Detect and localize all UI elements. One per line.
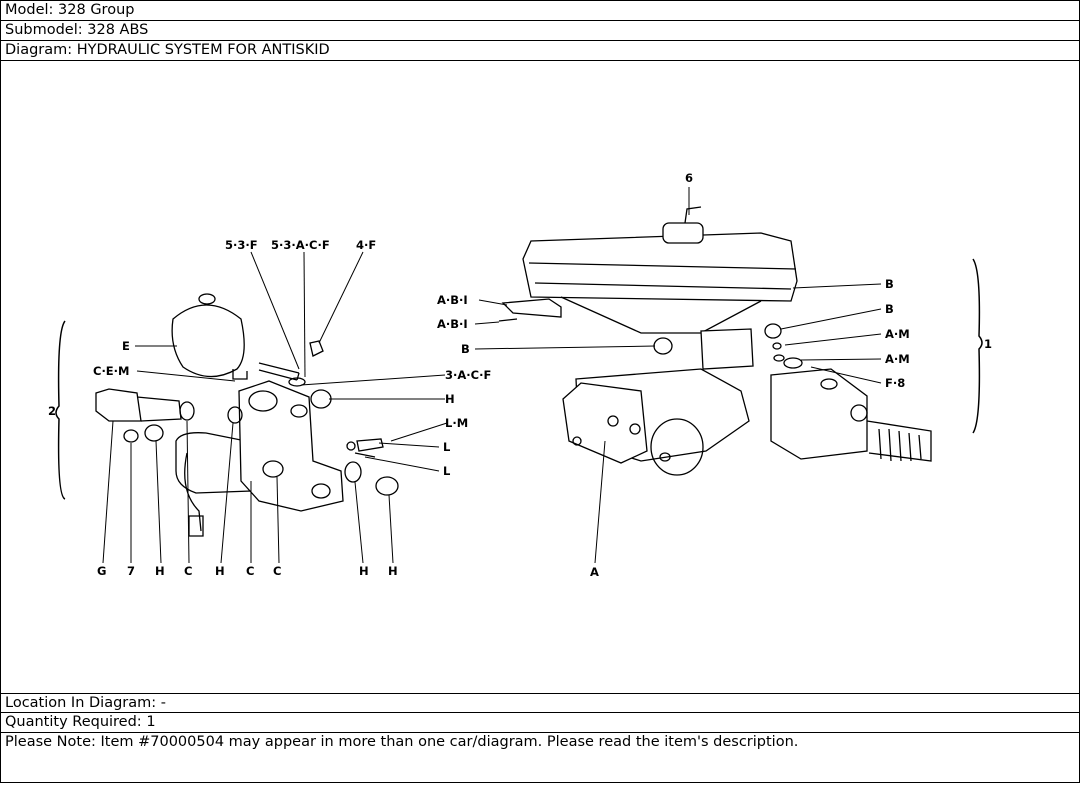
- banjo-bolt: [354, 452, 376, 458]
- master-cylinder: [562, 328, 754, 476]
- filter-part: [375, 476, 399, 496]
- bracket-screw: [498, 318, 518, 322]
- callout-h-bottom-4: H: [388, 564, 398, 578]
- fluid-reservoir: [522, 206, 798, 334]
- bolt-part: [258, 362, 300, 381]
- callout-h-right: H: [445, 392, 455, 406]
- left-assembly: [95, 293, 399, 537]
- plug-part: [344, 461, 362, 483]
- seal-part: [310, 389, 332, 409]
- note-row: Please Note: Item #70000504 may appear i…: [1, 733, 1079, 783]
- banjo-washer: [346, 441, 356, 451]
- callout-group-1: 1: [984, 337, 992, 351]
- callout-a-b-i-lower: A·B·I: [437, 317, 468, 331]
- callout-h-bottom-1: H: [155, 564, 165, 578]
- model-row: Model: 328 Group: [1, 1, 1079, 21]
- diagram-row: Diagram: HYDRAULIC SYSTEM FOR ANTISKID: [1, 41, 1079, 61]
- diagram-value: HYDRAULIC SYSTEM FOR ANTISKID: [76, 42, 330, 58]
- submodel-row: Submodel: 328 ABS: [1, 21, 1079, 41]
- callout-l-upper: L: [443, 440, 451, 454]
- washer-part: [288, 377, 306, 387]
- location-row: Location In Diagram: -: [1, 693, 1079, 713]
- callout-a-b-i-upper: A·B·I: [437, 293, 468, 307]
- leader-lines-right: [474, 187, 983, 564]
- quantity-label: Quantity Required:: [5, 714, 142, 730]
- submodel-value: 328 ABS: [87, 22, 149, 38]
- callout-7: 7: [127, 564, 135, 578]
- modulator-body: [175, 380, 344, 537]
- union-part: [309, 340, 324, 357]
- leader-lines-left: [55, 251, 448, 564]
- oring-large: [783, 357, 803, 369]
- callout-group-2: 2: [48, 404, 56, 418]
- callout-l-m: L·M: [445, 416, 468, 430]
- callout-a-m-upper: A·M: [885, 327, 910, 341]
- callout-5-3-f: 5·3·F: [225, 238, 258, 252]
- oring-part: [227, 406, 243, 424]
- right-assembly: [498, 206, 932, 476]
- sensor-part: [95, 388, 195, 443]
- callout-labels: 5·3·F 5·3·A·C·F 4·F E C·E·M 3·A·C·F H L·…: [48, 171, 992, 579]
- callout-c-e-m: C·E·M: [93, 364, 129, 378]
- callout-f-8: F·8: [885, 376, 905, 390]
- callout-b-left: B: [461, 342, 470, 356]
- oring-medium: [773, 354, 785, 362]
- callout-a: A: [590, 565, 599, 579]
- callout-h-bottom-2: H: [215, 564, 225, 578]
- callout-b-middle: B: [885, 302, 894, 316]
- callout-h-bottom-3: H: [359, 564, 369, 578]
- banjo-part: [356, 438, 384, 452]
- oring-small: [772, 342, 782, 350]
- callout-a-m-lower: A·M: [885, 352, 910, 366]
- callout-3-a-c-f: 3·A·C·F: [445, 368, 491, 382]
- diagram-label: Diagram:: [5, 42, 73, 58]
- submodel-label: Submodel:: [5, 22, 83, 38]
- exploded-view-drawing: 5·3·F 5·3·A·C·F 4·F E C·E·M 3·A·C·F H L·…: [48, 171, 992, 579]
- mount-bracket: [501, 298, 562, 318]
- callout-l-lower: L: [443, 464, 451, 478]
- location-value: -: [160, 695, 166, 711]
- quantity-value: 1: [146, 714, 156, 730]
- location-label: Location In Diagram:: [5, 695, 157, 711]
- callout-5-3-a-c-f: 5·3·A·C·F: [271, 238, 330, 252]
- callout-c-bottom-3: C: [273, 564, 281, 578]
- parts-diagram: 5·3·F 5·3·A·C·F 4·F E C·E·M 3·A·C·F H L·…: [1, 61, 1079, 693]
- callout-b-upper: B: [885, 277, 894, 291]
- pressure-regulator: [770, 368, 932, 462]
- item-note: Please Note: Item #70000504 may appear i…: [5, 734, 799, 750]
- model-value: 328 Group: [58, 2, 135, 18]
- callout-6: 6: [685, 171, 693, 185]
- callout-4-f: 4·F: [356, 238, 376, 252]
- model-label: Model:: [5, 2, 54, 18]
- callout-g: G: [97, 564, 106, 578]
- accumulator-sphere: [171, 293, 248, 380]
- quantity-row: Quantity Required: 1: [1, 713, 1079, 733]
- reservoir-seal: [653, 337, 673, 355]
- grommet-part: [764, 323, 782, 339]
- callout-e: E: [122, 339, 130, 353]
- callout-c-bottom-1: C: [184, 564, 192, 578]
- callout-c-bottom-2: C: [246, 564, 254, 578]
